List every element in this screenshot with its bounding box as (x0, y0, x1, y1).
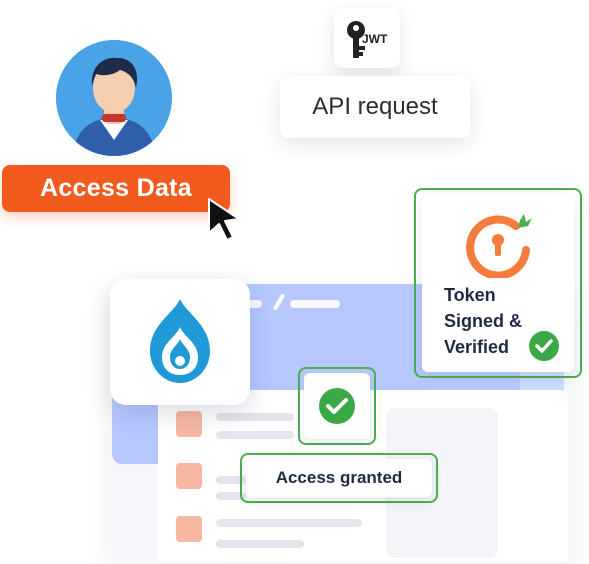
breadcrumb-placeholder (248, 300, 262, 308)
api-request-card: API request (280, 76, 470, 138)
check-circle-icon (319, 388, 355, 424)
list-item-thumb (176, 463, 202, 489)
jwt-card: JWT (334, 8, 400, 68)
verification-card-border (298, 367, 376, 445)
access-granted-badge: Access granted (246, 459, 432, 497)
jwt-label: JWT (362, 32, 388, 46)
list-item-line (216, 540, 304, 548)
breadcrumb-placeholder (290, 300, 340, 308)
list-item-line (216, 476, 246, 484)
list-item-line (216, 519, 362, 527)
lock-keyhole-icon (466, 214, 532, 278)
access-data-button[interactable]: Access Data (2, 165, 230, 212)
list-item-line (216, 492, 246, 500)
drupal-logo-icon (150, 299, 210, 383)
token-status-text: Token Signed & Verified (444, 282, 522, 360)
list-item-line (216, 413, 294, 421)
key-icon (347, 21, 365, 58)
list-item-thumb (176, 516, 202, 542)
user-avatar-illustration (56, 40, 172, 156)
check-circle-icon (529, 331, 559, 361)
access-granted-border (240, 453, 438, 503)
user-avatar (56, 40, 172, 156)
token-line-3: Verified (444, 337, 510, 357)
verification-card (304, 373, 370, 439)
token-line-2: Signed & (444, 311, 523, 331)
list-item-thumb (176, 411, 202, 437)
list-item-line (216, 431, 294, 439)
access-granted-label: Access granted (275, 468, 403, 487)
mouse-pointer-icon (208, 198, 240, 241)
api-request-label: API request (312, 93, 438, 120)
token-card-border (414, 188, 582, 378)
drupal-card (110, 279, 250, 405)
token-line-1: Token (444, 285, 496, 305)
